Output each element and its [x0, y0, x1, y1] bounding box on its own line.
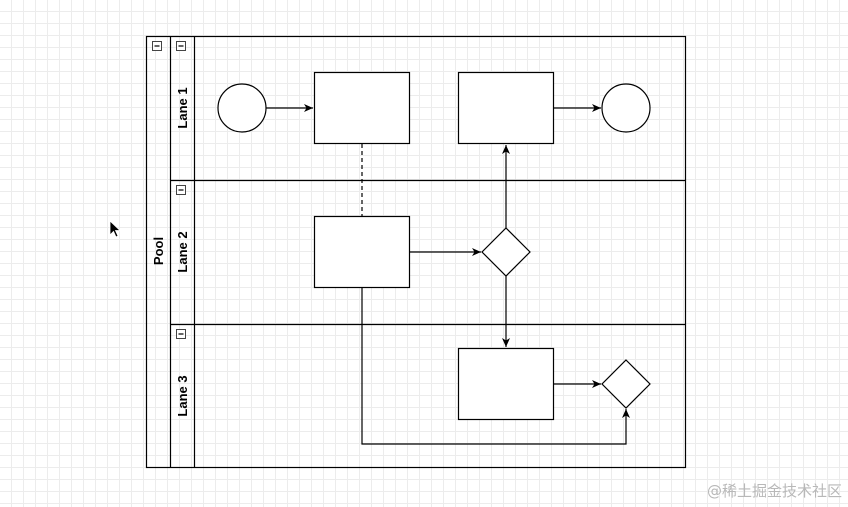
start-event[interactable] [217, 83, 267, 133]
gateway-2[interactable] [601, 359, 651, 409]
watermark: @稀土掘金技术社区 [706, 482, 842, 500]
task-3[interactable] [313, 215, 411, 289]
pool-outline [145, 35, 687, 469]
lane-2-collapse-button[interactable] [176, 185, 186, 195]
lane-label-3: Lane 3 [175, 375, 190, 416]
pool[interactable]: Pool [145, 35, 687, 469]
mouse-cursor-icon [109, 220, 122, 238]
lane-label-2: Lane 2 [175, 231, 190, 272]
end-event[interactable] [601, 83, 651, 133]
task-4[interactable] [457, 347, 555, 421]
lane-3-collapse-button[interactable] [176, 329, 186, 339]
gateway-1[interactable] [481, 227, 531, 277]
lane-1-collapse-button[interactable] [176, 41, 186, 51]
lane-label-1: Lane 1 [175, 87, 190, 128]
pool-collapse-button[interactable] [152, 41, 162, 51]
pool-label: Pool [151, 237, 166, 265]
edge-task-3-to-gateway-2[interactable] [361, 288, 630, 445]
task-1[interactable] [313, 71, 411, 145]
task-2[interactable] [457, 71, 555, 145]
